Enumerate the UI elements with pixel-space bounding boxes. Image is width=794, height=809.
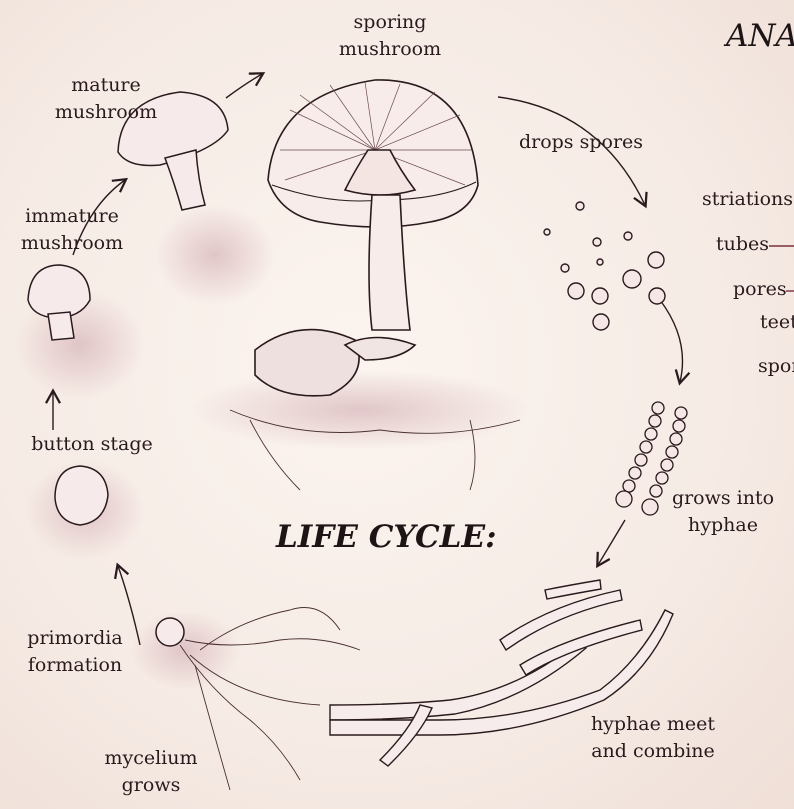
anatomy-label-tubes: tubes (716, 233, 770, 255)
label-line: mushroom (20, 232, 124, 254)
primordia-drawing (155, 617, 185, 647)
arrow-immature-to-mature (72, 177, 129, 256)
label-line: mycelium (104, 747, 198, 769)
label-sporing-mushroom: sporing mushroom (335, 9, 445, 63)
primordia-wash (130, 610, 240, 690)
label-line: mushroom (338, 38, 442, 60)
life-cycle-title: LIFE CYCLE: (276, 519, 497, 555)
label-button-stage: button stage (25, 431, 159, 458)
label-line: button stage (31, 433, 153, 455)
mycelium-roots (179, 409, 521, 791)
arrow-spores-to-hyphae (596, 519, 626, 569)
label-mature-mushroom: mature mushroom (48, 72, 164, 126)
anatomy-label-pores: pores (733, 278, 787, 300)
label-line: immature (25, 205, 119, 227)
label-line: mushroom (54, 101, 158, 123)
label-hyphae-meet: hyphae meet and combine (583, 711, 723, 765)
label-line: grows (121, 774, 181, 796)
immature-mushroom-drawing (27, 264, 91, 341)
label-line: grows into (671, 487, 775, 509)
label-line: hyphae meet (590, 713, 716, 735)
label-line: hyphae (688, 514, 758, 536)
label-grows-into-hyphae: grows into hyphae (668, 485, 778, 539)
arrow-mature-to-sporing (225, 72, 266, 99)
label-drops-spores: drops spores (516, 129, 646, 156)
label-line: primordia (27, 627, 123, 649)
label-line: mature (71, 74, 141, 96)
mature-soil-wash (155, 205, 275, 305)
anatomy-label-spores: spor (758, 355, 794, 377)
label-line: sporing (353, 11, 427, 33)
button-stage-drawing (54, 465, 109, 526)
sporing-mushroom-drawing (254, 79, 479, 397)
anatomy-leaders (769, 245, 794, 292)
spore-cluster (543, 201, 666, 331)
soil-wash (190, 370, 530, 450)
label-line: and combine (591, 740, 715, 762)
arrow-sporing-to-drops (497, 96, 648, 209)
label-primordia-formation: primordia formation (20, 625, 130, 679)
cycle-arrows (45, 72, 691, 646)
anatomy-label-teeth: teet (760, 311, 794, 333)
mature-mushroom-drawing (117, 91, 229, 211)
label-immature-mushroom: immature mushroom (15, 203, 129, 257)
arrow-primordia-to-button (114, 562, 141, 646)
label-line: drops spores (518, 131, 644, 153)
anatomy-label-striations: striations (702, 188, 794, 210)
hyphae-network (329, 579, 674, 767)
arrow-drops-to-spores (659, 299, 691, 386)
label-line: formation (27, 654, 123, 676)
anatomy-title: ANA (726, 18, 794, 54)
label-mycelium-grows: mycelium grows (95, 745, 207, 799)
spore-chains (615, 401, 688, 516)
